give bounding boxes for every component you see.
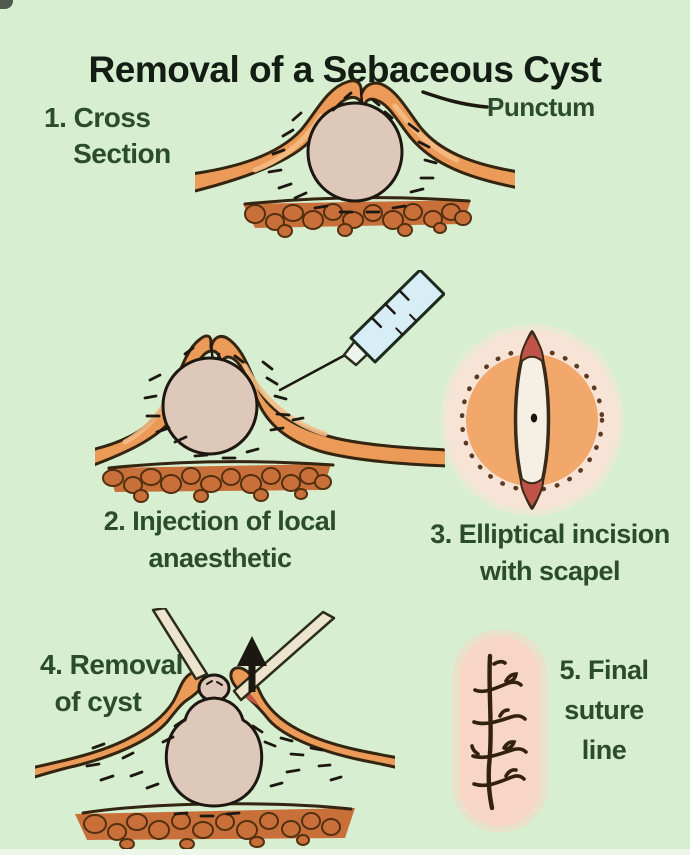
- suture-stitch: [473, 672, 523, 694]
- syringe-graduations: [370, 289, 418, 336]
- cyst-body: [164, 696, 264, 808]
- cyst: [306, 101, 404, 203]
- punctum-dot: [530, 413, 538, 423]
- suture-stitch: [472, 708, 527, 726]
- cyst: [161, 356, 259, 456]
- step3-label: 3. Elliptical incision with scapel: [430, 519, 670, 586]
- scan-corner-artifact: [0, 0, 13, 9]
- up-arrow: [237, 636, 267, 692]
- suture-knot-top: [492, 659, 507, 666]
- cyst-neck-marks: [206, 680, 223, 686]
- scan-edge-strip: [0, 849, 690, 855]
- suture-stitch: [472, 768, 526, 788]
- fat-layer: [102, 460, 335, 503]
- tissue-dashes: [143, 346, 305, 460]
- forceps-left: [151, 608, 209, 681]
- elliptical-incision-illustration: [440, 324, 624, 516]
- syringe: [278, 270, 445, 392]
- suture-stitch: [470, 740, 528, 760]
- injection-illustration: [95, 270, 445, 503]
- cyst-removal-illustration: [35, 608, 395, 850]
- punctum-annotation: Punctum: [487, 92, 595, 122]
- punctum-crease: [359, 88, 364, 106]
- tissue-dashes: [267, 91, 438, 214]
- step2-label: 2. Injection of local anaesthetic: [103, 506, 337, 573]
- fat-layer: [243, 196, 472, 238]
- step1-label: 1. Cross Section: [44, 102, 171, 169]
- syringe-barrel: [349, 270, 445, 364]
- healed-skin-pad: [460, 636, 540, 826]
- suture-line-illustration: [452, 630, 548, 832]
- suture-line: [470, 653, 528, 811]
- wound-tip-top: [519, 330, 545, 365]
- punctum-pointer-line: [421, 90, 489, 109]
- tissue-dashes: [85, 718, 343, 818]
- wound-tip-bottom: [519, 475, 545, 510]
- step5-label: 5. Final suture line: [559, 655, 649, 765]
- fat-layer: [75, 802, 355, 850]
- cross-section-illustration: [195, 79, 515, 238]
- needle: [278, 352, 349, 392]
- step4-label: 4. Removal of cyst: [40, 649, 183, 717]
